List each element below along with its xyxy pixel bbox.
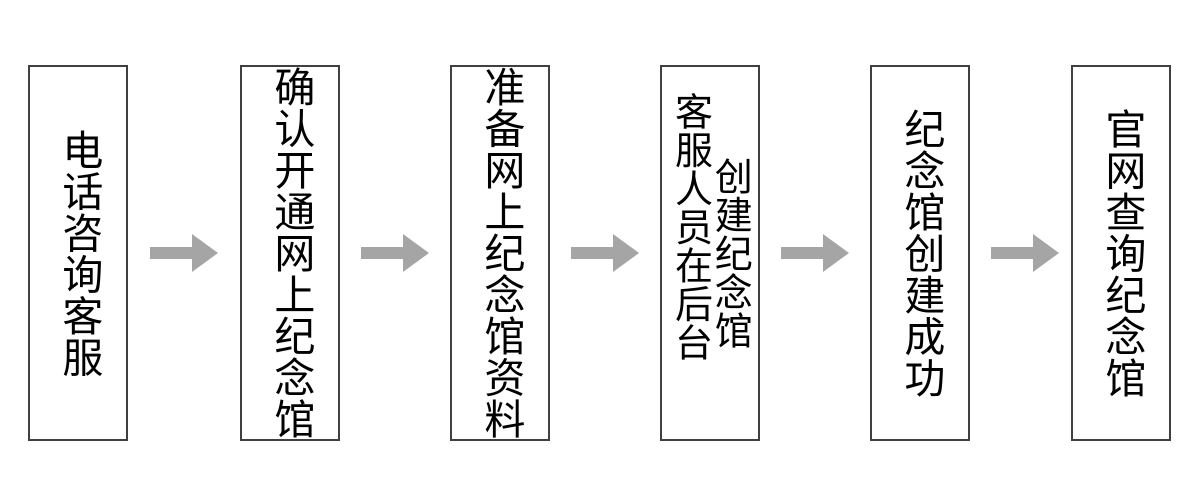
process-step-1[interactable]: 电话咨询客服 bbox=[28, 65, 128, 441]
process-step-5-label: 纪念馆创建成功 bbox=[896, 107, 945, 399]
arrow-right-icon-5 bbox=[991, 234, 1059, 272]
process-step-4[interactable]: 创建纪念馆 客服人员在后台 bbox=[660, 65, 760, 441]
process-step-6[interactable]: 官网查询纪念馆 bbox=[1071, 65, 1171, 441]
process-step-2[interactable]: 确认开通网上纪念馆 bbox=[240, 65, 340, 441]
process-step-6-label: 官网查询纪念馆 bbox=[1097, 107, 1146, 399]
process-step-3-label: 准备网上纪念馆资料 bbox=[476, 66, 525, 440]
arrow-right-icon-3 bbox=[571, 234, 639, 272]
process-step-4-label-line-1: 创建纪念馆 bbox=[708, 156, 753, 350]
process-step-1-label: 电话咨询客服 bbox=[54, 128, 103, 378]
process-step-3[interactable]: 准备网上纪念馆资料 bbox=[450, 65, 550, 441]
arrow-right-icon-2 bbox=[361, 234, 429, 272]
arrow-right-icon-1 bbox=[150, 234, 218, 272]
process-step-2-label: 确认开通网上纪念馆 bbox=[266, 66, 315, 440]
process-step-5[interactable]: 纪念馆创建成功 bbox=[870, 65, 970, 441]
process-step-4-label-line-2: 客服人员在后台 bbox=[668, 92, 713, 362]
arrow-right-icon-4 bbox=[781, 234, 849, 272]
